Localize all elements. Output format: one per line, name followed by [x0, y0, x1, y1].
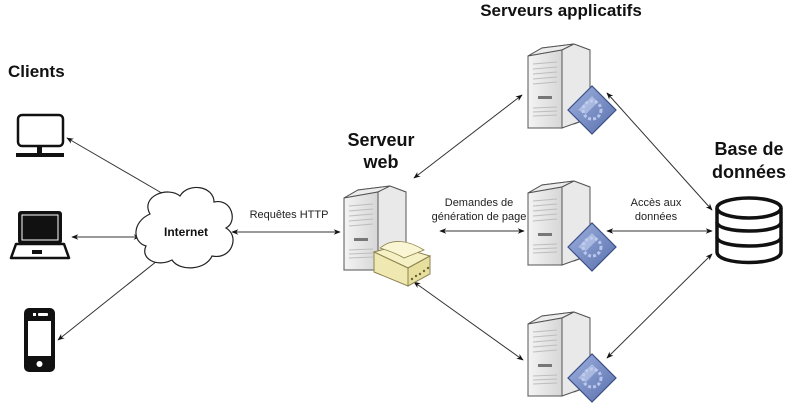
- edge-label-data-access-line1: Accès aux: [631, 197, 682, 209]
- connector-smartphone-internet: [57, 256, 163, 341]
- desktop-monitor-icon: [16, 113, 65, 157]
- clients-title: Clients: [8, 62, 65, 81]
- application-server-icon-middle: [527, 180, 618, 273]
- connector-appserver-bottom-database: [606, 253, 713, 359]
- edge-label-page-generation-line1: Demandes de: [445, 197, 514, 209]
- database-icon: [715, 196, 783, 265]
- web-server-title-line1: Serveur: [347, 130, 414, 150]
- app-servers-title: Serveurs applicatifs: [480, 1, 642, 20]
- database-title-line1: Base de: [714, 139, 783, 159]
- cloud-icon: [135, 186, 234, 269]
- laptop-icon: [9, 211, 71, 260]
- application-server-icon-bottom: [527, 311, 618, 404]
- web-server-title-line2: web: [362, 152, 398, 172]
- database-title-line2: données: [712, 162, 786, 182]
- application-server-icon-top: [527, 43, 618, 136]
- connector-appserver-top-database: [606, 92, 713, 211]
- internet-label: Internet: [164, 225, 208, 239]
- smartphone-icon: [24, 308, 55, 372]
- connector-webserver-appserver-bottom: [413, 281, 524, 361]
- edge-label-page-generation-line2: génération de page: [432, 211, 527, 223]
- edge-label-http-requests: Requêtes HTTP: [250, 209, 329, 221]
- connector-webserver-appserver-top: [413, 94, 523, 179]
- connector-desktop-internet: [66, 137, 173, 200]
- web-pages-badge-icon: [372, 241, 432, 287]
- edge-label-data-access-line2: données: [635, 211, 678, 223]
- web-server-icon: [343, 185, 432, 287]
